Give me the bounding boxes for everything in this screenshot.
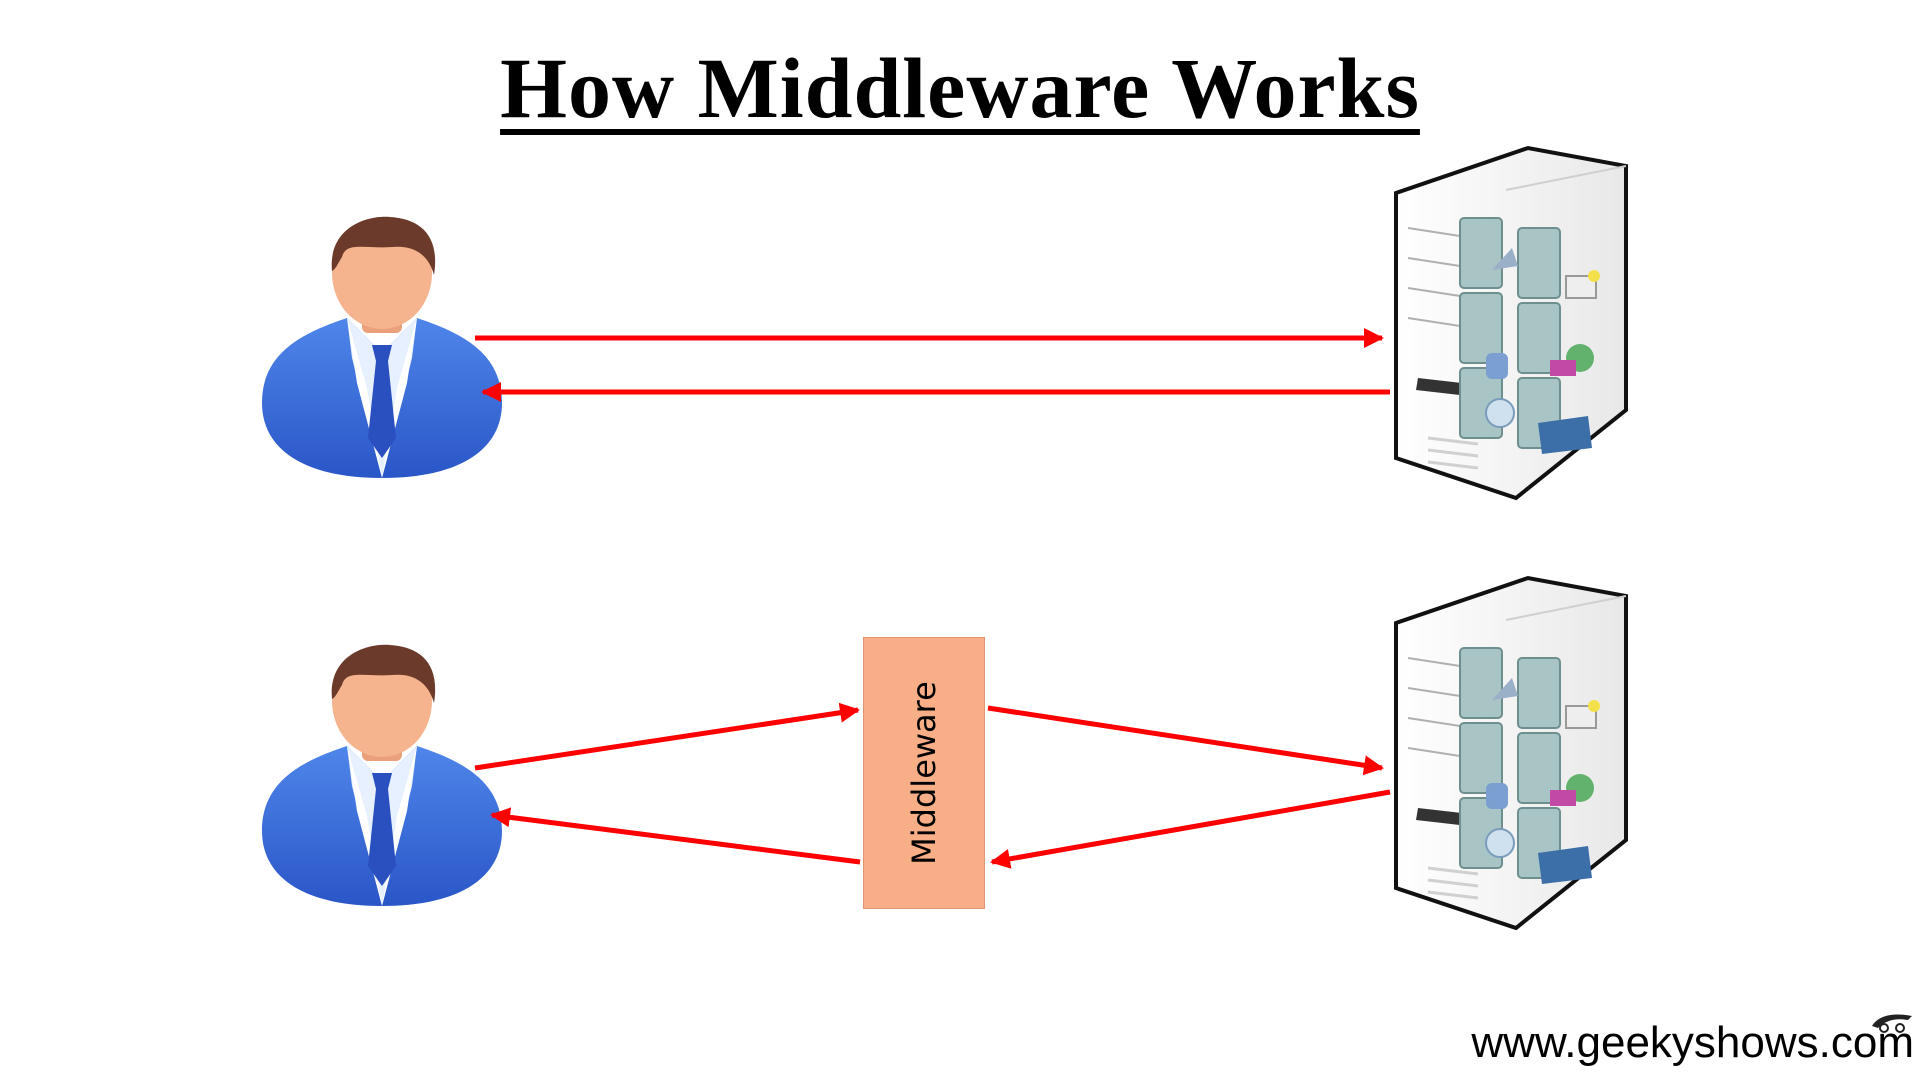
- request-to-middleware-arrow: [474, 702, 860, 771]
- middleware-to-server-arrow: [987, 705, 1384, 776]
- server-icon: [1394, 576, 1628, 930]
- website-url: www.geekyshows.com: [1471, 1018, 1914, 1067]
- user-icon: [262, 644, 502, 906]
- middleware-label: Middleware: [905, 681, 943, 865]
- user-icon: [262, 216, 502, 478]
- geekyshows-logo-icon: [1872, 1014, 1912, 1033]
- server-to-middleware-arrow: [990, 789, 1391, 869]
- middleware-to-user-arrow: [490, 807, 861, 865]
- server-icon: [1394, 146, 1628, 500]
- page-title: How Middleware Works: [500, 40, 1420, 136]
- middleware-box: Middleware: [863, 637, 985, 909]
